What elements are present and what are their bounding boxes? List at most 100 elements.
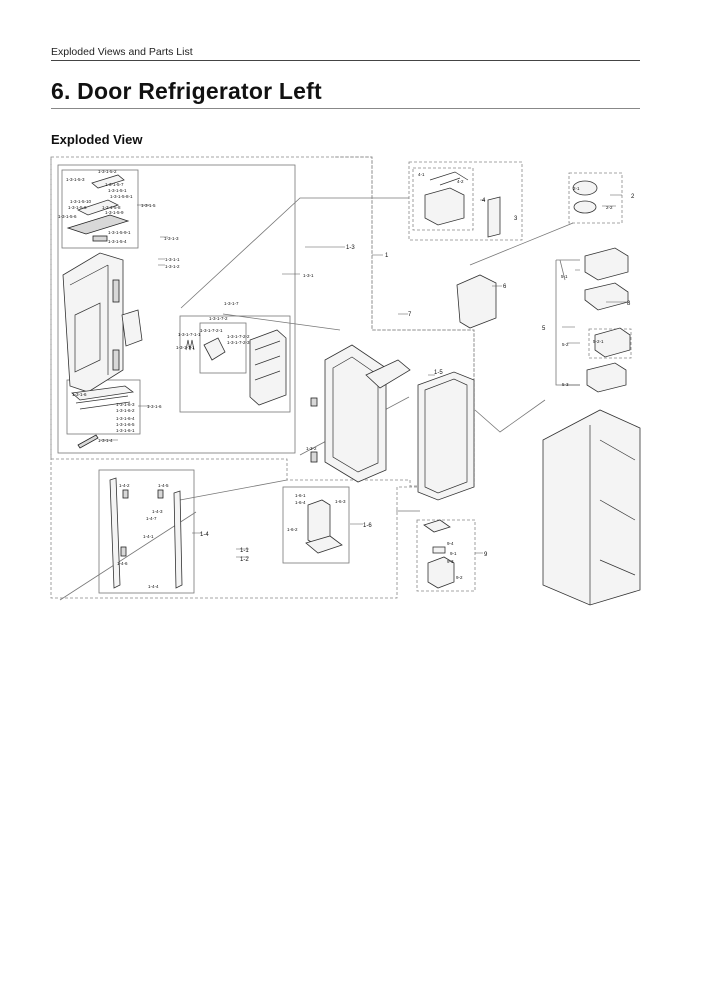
- part-5-2-bin: [594, 327, 631, 358]
- group-box-1-3-1-5: [61, 169, 139, 249]
- part-1-3-1-hinge-block: [121, 309, 143, 347]
- part-1-3-1-door-liner-detail: [69, 264, 109, 375]
- running-header: Exploded Views and Parts List: [51, 46, 640, 61]
- callout-1-3-1: 1-3-1: [303, 273, 314, 278]
- part-1-3-1-door-liner: [62, 252, 124, 393]
- callout-1-3-1-5-8-1: 1-3-1-5-8-1: [110, 194, 133, 199]
- callout-1-3-1-6-2: 1-3-1-6-2: [116, 408, 135, 413]
- part-8-shelf: [584, 282, 629, 311]
- callout-1-3-1-7: 1-3-1-7: [224, 301, 239, 306]
- callout-1-3-1-7-1-1: 1-3-1-7-1-1: [178, 332, 201, 337]
- part-1-3-door-frame-inner: [332, 356, 379, 473]
- part-3-bracket: [487, 196, 501, 238]
- callout-5-3: 5-3: [562, 382, 569, 387]
- part-1-4-5: [157, 489, 164, 499]
- part-6-hinge: [456, 274, 497, 329]
- part-1-3-1-7-housing-detail: [254, 340, 281, 381]
- callout-3: 3: [514, 216, 518, 222]
- part-2-2-ring: [573, 200, 597, 214]
- callout-1-3-2: 1-3-2: [306, 446, 317, 451]
- part-1-6-tray: [305, 535, 343, 554]
- part-1-3-1-6-rail: [75, 395, 131, 410]
- callout-1-3-1-7-1: 1-3-1-7-1: [176, 345, 195, 350]
- callout-1-3-1-5-9-1: 1-3-1-5-9-1: [108, 230, 131, 235]
- callout-9: 9: [484, 552, 488, 558]
- callout-1-3-1-5-7: 1-3-1-5-7: [105, 182, 124, 187]
- group-box-1-3-1-7-2: [199, 322, 247, 374]
- callout-4-1: 4-1: [418, 172, 425, 177]
- part-1-3-1-bracket-b: [112, 349, 120, 371]
- group-box-1-4: [98, 469, 195, 594]
- part-4-housing: [424, 187, 465, 226]
- group-box-4-inner: [412, 167, 474, 231]
- callout-9-4: 9-4: [447, 541, 454, 546]
- callout-1-3-1-5-6: 1-3-1-5-6: [58, 214, 77, 219]
- callout-1-4-5: 1-4-5: [158, 483, 169, 488]
- callout-2: 2: [631, 194, 635, 200]
- callout-1-3-1-5-1: 1-3-1-5-1: [108, 188, 127, 193]
- callout-labels: 1-3-1-5-2 1-3-1-5-3 1-3-1-5-7 1-3-1-5-1 …: [58, 169, 613, 589]
- part-1-4-rail-right: [173, 490, 183, 589]
- group-box-9: [416, 519, 476, 592]
- group-box-4: [408, 161, 523, 241]
- callout-1-3-1-4: 1-3-1-4: [98, 438, 113, 443]
- callout-1-6: 1-6: [363, 523, 372, 529]
- callout-1-3-1-7-2: 1-3-1-7-2: [209, 316, 228, 321]
- callout-1-3-1-5-2: 1-3-1-5-2: [98, 169, 117, 174]
- part-1-3-1-4-screw: [77, 434, 99, 449]
- callout-1-3-1-5-3: 1-3-1-5-3: [66, 177, 85, 182]
- callout-5-2: 5-2: [562, 342, 569, 347]
- callout-2-1: 2-1: [573, 186, 580, 191]
- part-5-1-bin: [584, 247, 629, 281]
- callout-1-4-6: 1-4-6: [117, 561, 128, 566]
- callout-8: 8: [627, 301, 631, 307]
- callout-9-1: 9-1: [450, 551, 457, 556]
- part-1-5-gasket: [417, 371, 475, 501]
- group-boundary-1-3: [50, 156, 475, 487]
- part-1-4-6: [120, 546, 127, 557]
- part-1-5-gasket-inner: [424, 378, 468, 494]
- part-1-3-2: [310, 451, 318, 463]
- part-1-3-1-7-housing: [249, 329, 287, 406]
- callout-1-3-1-5-10: 1-3-1-5-10: [70, 199, 92, 204]
- callout-1-4-4: 1-4-4: [148, 584, 159, 589]
- part-9-1-ring: [432, 546, 446, 554]
- callout-7: 7: [408, 312, 412, 318]
- callout-1-3-1-5-9: 1-3-1-5-9: [105, 210, 124, 215]
- part-1-3-1-5-8: [76, 199, 120, 216]
- callout-1-3-1-7-2-1: 1-3-1-7-2-1: [200, 328, 223, 333]
- callout-1-3-1-6: 1-3-1-6: [147, 404, 162, 409]
- part-5-3-bin: [586, 362, 627, 393]
- callout-1-3-1-5-8: 1-3-1-5-8: [102, 205, 121, 210]
- part-1-3-door-frame: [324, 344, 387, 483]
- callout-1-1: 1-1: [240, 548, 249, 554]
- callout-1-3-1-5-6-top: 1-3-1-5-6: [68, 205, 87, 210]
- callout-4: 4: [482, 198, 486, 204]
- part-1-4-rail-left: [109, 477, 121, 589]
- callout-1-3-1-6-4: 1-3-1-6-4: [116, 416, 135, 421]
- callout-1-6-4: 1-6-4: [295, 500, 306, 505]
- callout-1-3-1-5-4: 1-3-1-5-4: [108, 239, 127, 244]
- callout-1-3-1-2: 1-3-1-2: [165, 264, 180, 269]
- callout-1-3-1-7-2-3: 1-3-1-7-2-3: [227, 340, 250, 345]
- callout-6: 6: [503, 284, 507, 290]
- callout-5-2-1: 5-2-1: [593, 339, 604, 344]
- callout-2-2: 2-2: [606, 205, 613, 210]
- callout-1-3-1-6-5: 1-3-1-6-5: [116, 422, 135, 427]
- callout-4-2: 4-2: [457, 179, 464, 184]
- callout-1-4: 1-4: [200, 532, 209, 538]
- part-9-4-cap: [423, 519, 451, 533]
- part-1-3-1-6-handle: [71, 385, 135, 401]
- part-1-4-2: [122, 489, 129, 499]
- callout-1-6-2: 1-6-2: [287, 527, 298, 532]
- part-1-3-1-5-2: [91, 174, 125, 189]
- callout-9-2: 9-2: [456, 575, 463, 580]
- part-1-3-1-5-4: [92, 235, 108, 242]
- part-refrigerator-cabinet-detail: [589, 425, 636, 605]
- callout-1-2: 1-2: [240, 557, 249, 563]
- callout-1-6-3: 1-6-3: [335, 499, 346, 504]
- callout-1-3-1-1: 1-3-1-1: [165, 257, 180, 262]
- callout-1-4-3: 1-4-3: [152, 509, 163, 514]
- callout-1-4-1: 1-4-1: [143, 534, 154, 539]
